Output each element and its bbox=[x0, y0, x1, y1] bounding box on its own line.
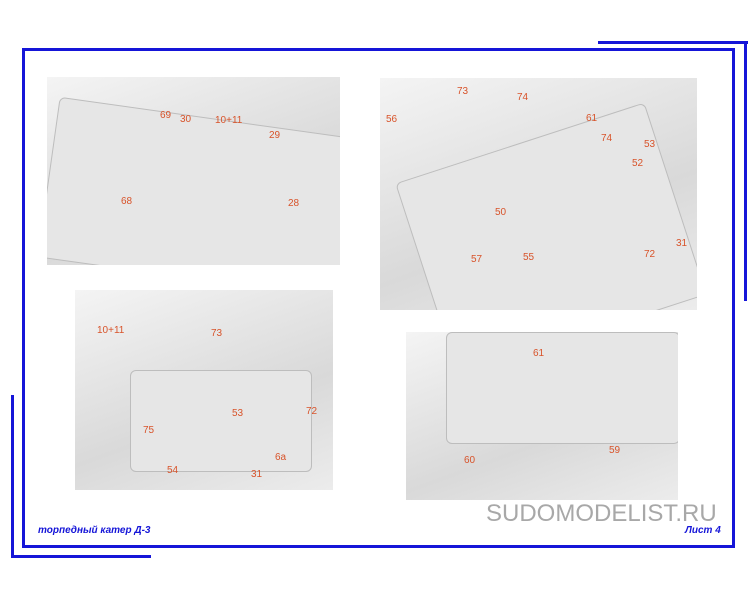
callout: 59 bbox=[609, 445, 621, 456]
callout: 10+11 bbox=[215, 115, 243, 126]
callout: 72 bbox=[306, 406, 318, 417]
frame-line-top-right bbox=[598, 41, 748, 44]
callout: 31 bbox=[251, 469, 263, 480]
callout: 53 bbox=[644, 139, 656, 150]
callout: 10+11 bbox=[97, 325, 125, 336]
callout: 73 bbox=[457, 86, 469, 97]
watermark: SUDOMODELIST.RU bbox=[486, 500, 717, 527]
callout: 60 bbox=[464, 455, 476, 466]
callout: 61 bbox=[533, 348, 545, 359]
frame-line-right bbox=[744, 41, 747, 301]
callout: 69 bbox=[160, 110, 172, 121]
document-title: торпедный катер Д-3 bbox=[38, 525, 151, 536]
callout: 74 bbox=[601, 133, 613, 144]
callout: 50 bbox=[495, 207, 507, 218]
page-frame bbox=[22, 48, 735, 548]
callout: 57 bbox=[471, 254, 483, 265]
callout: 6а bbox=[275, 452, 287, 463]
callout: 53 bbox=[232, 408, 244, 419]
hull-render bbox=[47, 96, 340, 265]
callout: 68 bbox=[121, 196, 133, 207]
photo-deck-bow: 69 30 10+11 29 68 28 bbox=[47, 77, 340, 265]
frame-line-left bbox=[11, 395, 14, 557]
superstructure-render bbox=[446, 332, 678, 444]
frame-line-bottom-left bbox=[11, 555, 151, 558]
wheelhouse-render bbox=[395, 102, 697, 310]
wheelhouse-render bbox=[130, 370, 312, 472]
photo-wheelhouse-top: 56 73 74 61 74 53 52 50 57 55 72 31 bbox=[380, 78, 697, 310]
callout: 61 bbox=[586, 113, 598, 124]
callout: 30 bbox=[180, 114, 192, 125]
callout: 54 bbox=[167, 465, 179, 476]
callout: 31 bbox=[676, 238, 688, 249]
photo-torpedo-mount: 61 59 60 bbox=[406, 332, 678, 500]
callout: 28 bbox=[288, 198, 300, 209]
callout: 75 bbox=[143, 425, 155, 436]
callout: 72 bbox=[644, 249, 656, 260]
callout: 55 bbox=[523, 252, 535, 263]
callout: 29 bbox=[269, 130, 281, 141]
photo-wheelhouse-side: 10+11 73 53 75 72 6а 54 31 bbox=[75, 290, 333, 490]
callout: 73 bbox=[211, 328, 223, 339]
callout: 52 bbox=[632, 158, 644, 169]
sheet-number: Лист 4 bbox=[685, 525, 721, 536]
callout: 56 bbox=[386, 114, 398, 125]
callout: 74 bbox=[517, 92, 529, 103]
